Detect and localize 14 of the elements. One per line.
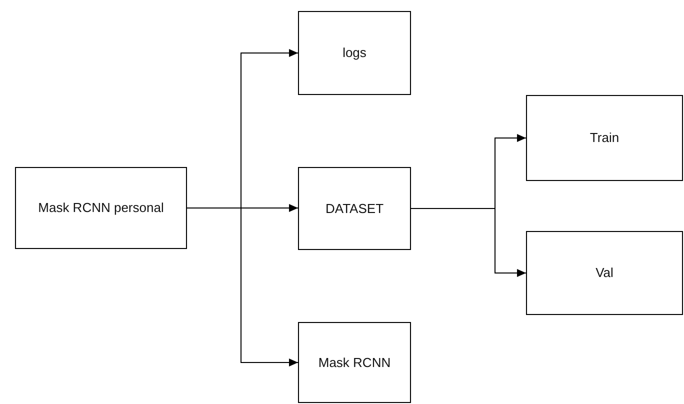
box-label: Train (590, 129, 620, 148)
box-label: Val (596, 264, 614, 282)
process-box (526, 95, 683, 181)
box-label: Mask RCNN personal (38, 199, 164, 218)
process-box (298, 11, 411, 95)
box-label: Mask RCNN (318, 354, 391, 372)
process-box (526, 231, 683, 315)
box-label: logs (342, 44, 366, 62)
process-box (15, 167, 187, 249)
box-label: DATASET (325, 200, 384, 218)
process-box (298, 167, 411, 250)
arrow (410, 208, 526, 277)
process-box (298, 322, 411, 403)
arrow (186, 208, 298, 366)
